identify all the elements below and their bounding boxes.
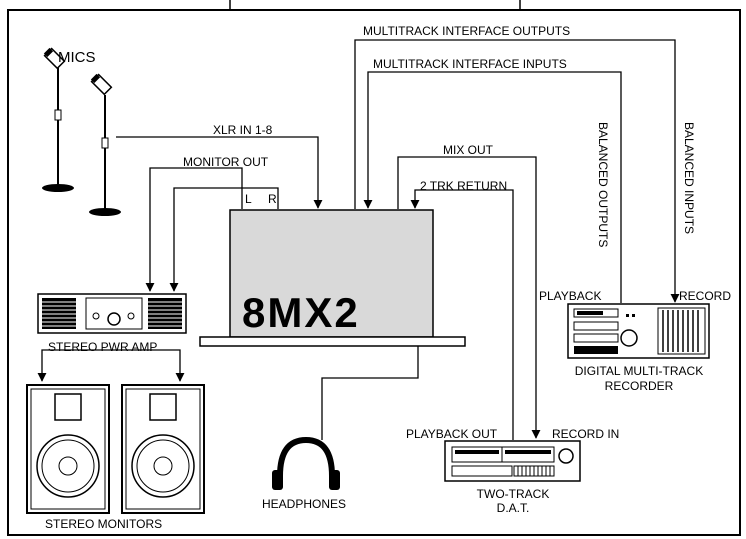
label-mics: MICS bbox=[58, 49, 96, 66]
monitor-out-right-line bbox=[169, 187, 279, 292]
label-stereo-monitors: STEREO MONITORS bbox=[45, 517, 163, 531]
label-digital-recorder-line2: RECORDER bbox=[604, 379, 674, 393]
speaker-left bbox=[26, 384, 110, 514]
headphones-icon bbox=[272, 436, 340, 490]
label-mix-out: MIX OUT bbox=[443, 143, 493, 157]
label-dat: D.A.T. bbox=[496, 501, 530, 515]
digital-multitrack-recorder bbox=[567, 303, 710, 359]
speaker-right bbox=[121, 384, 205, 514]
diagram-border bbox=[7, 9, 741, 536]
headphones-cable bbox=[321, 346, 419, 440]
mix-out-line bbox=[397, 156, 541, 439]
label-stereo-pwr-amp: STEREO PWR AMP bbox=[48, 340, 158, 354]
two-track-dat bbox=[444, 440, 581, 482]
multitrack-outputs-line bbox=[354, 39, 680, 303]
label-monitor-out: MONITOR OUT bbox=[183, 155, 269, 169]
label-right-channel: R bbox=[268, 192, 277, 206]
label-headphones: HEADPHONES bbox=[262, 497, 347, 511]
label-balanced-outputs: BALANCED OUTPUTS bbox=[596, 122, 610, 248]
monitor-out-left-line bbox=[145, 167, 243, 292]
label-two-track: TWO-TRACK bbox=[476, 487, 550, 501]
mixer-name: 8MX2 bbox=[242, 289, 360, 336]
xlr-in-line bbox=[116, 136, 323, 209]
label-record: RECORD bbox=[679, 289, 732, 303]
label-2-trk-return: 2 TRK RETURN bbox=[420, 179, 508, 193]
label-multitrack-inputs: MULTITRACK INTERFACE INPUTS bbox=[373, 57, 567, 71]
label-record-in: RECORD IN bbox=[552, 427, 620, 441]
label-xlr-in: XLR IN 1-8 bbox=[213, 123, 273, 137]
label-left-channel: L bbox=[245, 192, 252, 206]
mixer-8mx2 bbox=[199, 209, 466, 347]
microphone-right bbox=[89, 73, 121, 216]
stereo-power-amp bbox=[37, 293, 187, 334]
multitrack-inputs-line bbox=[363, 71, 622, 303]
amp-to-speaker-left-line bbox=[37, 349, 100, 382]
label-digital-recorder-line1: DIGITAL MULTI-TRACK bbox=[574, 364, 704, 378]
amp-to-speaker-right-line bbox=[100, 349, 185, 382]
microphone-left bbox=[42, 47, 74, 192]
label-playback: PLAYBACK bbox=[539, 289, 602, 303]
label-playback-out: PLAYBACK OUT bbox=[406, 427, 498, 441]
two-trk-return-line bbox=[410, 189, 514, 440]
label-multitrack-outputs: MULTITRACK INTERFACE OUTPUTS bbox=[363, 24, 571, 38]
label-balanced-inputs: BALANCED INPUTS bbox=[682, 122, 696, 235]
